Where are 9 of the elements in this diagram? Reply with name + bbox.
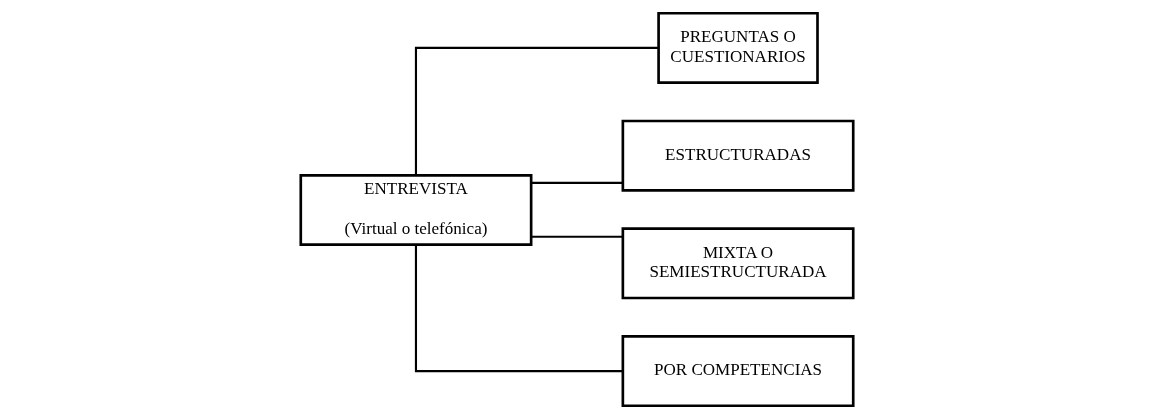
connector	[414, 244, 623, 372]
connector	[414, 46, 658, 175]
node-box: MIXTA O SEMIESTRUCTURADA	[621, 226, 855, 299]
connector	[530, 181, 623, 184]
node-box: ENTREVISTA (Virtual o telefónica)	[298, 173, 532, 246]
node-box: PREGUNTAS O CUESTIONARIOS	[656, 11, 819, 84]
node-box: POR COMPETENCIAS	[621, 334, 855, 407]
connector	[530, 235, 623, 238]
node-box: ESTRUCTURADAS	[621, 119, 855, 192]
